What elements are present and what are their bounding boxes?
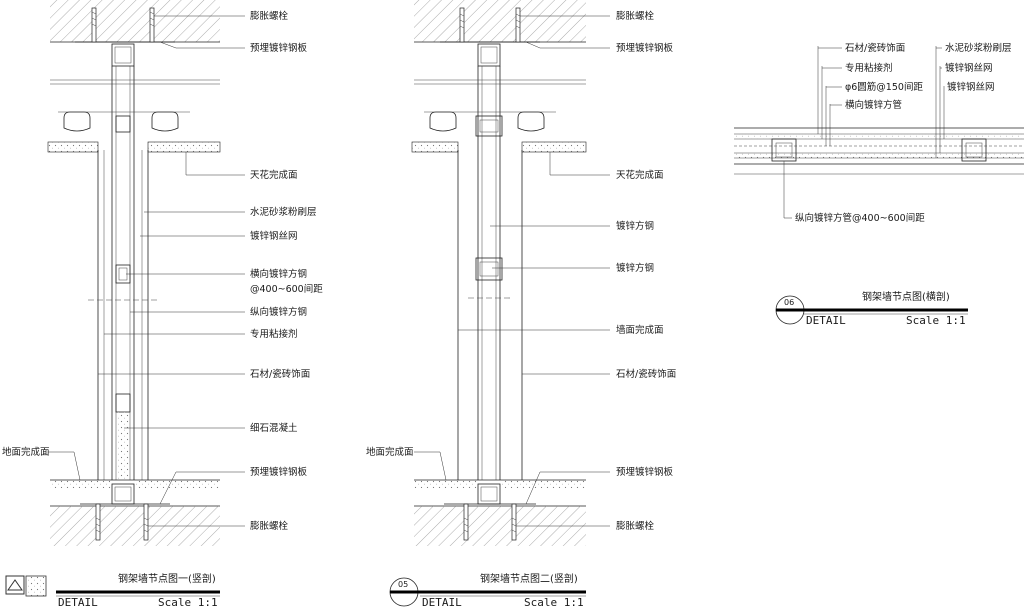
callout-embedded-plate-bottom: 预埋镀锌钢板 — [250, 466, 308, 478]
d2-callout-ceiling-finish: 天花完成面 — [616, 169, 664, 181]
d2-callout-anchor-bolt-bottom: 膨胀螺栓 — [616, 520, 655, 532]
qr-code — [25, 575, 47, 597]
detail-3-callouts: 石材/瓷砖饰面 专用粘接剂 φ6圆筋@150间距 横向镀锌方管 水泥砂浆粉刷层 … — [783, 42, 1012, 224]
d3-callout-horizontal-tube: 横向镀锌方管 — [845, 99, 902, 111]
detail-2-title-block: 05 钢架墙节点图二(竖剖) DETAIL Scale 1:1 — [389, 572, 586, 609]
detail-2-anchor-bolt-bottom-right — [511, 503, 517, 541]
callout-embedded-plate: 预埋镀锌钢板 — [250, 42, 308, 54]
company-logo — [5, 575, 25, 595]
detail-2-anchor-bolt-top-right — [515, 7, 521, 43]
detail-1-title: 钢架墙节点图一(竖剖) — [118, 572, 216, 585]
callout-anchor-bolt-bottom: 膨胀螺栓 — [250, 520, 289, 532]
d2-callout-anchor-bolt: 膨胀螺栓 — [616, 10, 655, 22]
detail-1-callouts: 膨胀螺栓 预埋镀锌钢板 天花完成面 水泥砂浆粉刷层 镀锌钢丝网 横向镀锌方钢 @… — [2, 10, 323, 532]
d2-callout-wall-finish: 墙面完成面 — [616, 324, 664, 336]
anchor-bolt-bottom-right — [143, 503, 149, 541]
d2-callout-embedded-plate: 预埋镀锌钢板 — [616, 42, 674, 54]
callout-stone-tile: 石材/瓷砖饰面 — [250, 368, 310, 380]
detail-1-detail-word: DETAIL — [58, 596, 98, 609]
d2-callout-square-steel-2: 镀锌方钢 — [616, 262, 654, 274]
d2-callout-stone-tile: 石材/瓷砖饰面 — [616, 368, 676, 380]
detail-2-drawing — [411, 0, 587, 546]
detail-2-title: 钢架墙节点图二(竖剖) — [480, 572, 578, 585]
callout-wire-mesh: 镀锌钢丝网 — [250, 230, 298, 242]
detail-3-scale: Scale 1:1 — [906, 314, 966, 327]
anchor-bolt-top-right — [149, 7, 155, 43]
detail-2-scale: Scale 1:1 — [524, 596, 584, 609]
anchor-bolt-top-left — [91, 7, 97, 43]
d3-callout-wire-mesh-2: 镀锌钢丝网 — [947, 81, 995, 93]
d3-callout-adhesive: 专用粘接剂 — [845, 62, 893, 74]
d3-callout-stone-tile: 石材/瓷砖饰面 — [845, 42, 905, 54]
detail-3-number: 06 — [784, 298, 794, 307]
detail-2-number: 05 — [398, 580, 408, 589]
detail-3-detail-word: DETAIL — [806, 314, 846, 327]
callout-anchor-bolt: 膨胀螺栓 — [250, 10, 289, 22]
detail-1-drawing — [47, 0, 221, 546]
callout-ceiling-finish: 天花完成面 — [250, 169, 298, 181]
d3-callout-vertical-tube: 纵向镀锌方管@400~600间距 — [795, 212, 925, 224]
detail-3-drawing — [734, 127, 1024, 175]
detail-3-title-block: 06 钢架墙节点图(横剖) DETAIL Scale 1:1 — [775, 290, 968, 327]
callout-horizontal-steel: 横向镀锌方钢 — [250, 268, 307, 280]
callout-cement-mortar: 水泥砂浆粉刷层 — [250, 206, 317, 218]
d3-callout-wire-mesh-1: 镀锌钢丝网 — [945, 62, 993, 74]
d3-callout-rebar: φ6圆筋@150间距 — [845, 81, 923, 93]
d2-callout-floor-finish: 地面完成面 — [366, 446, 414, 458]
callout-fine-concrete: 细石混凝土 — [250, 422, 298, 434]
d2-callout-square-steel-1: 镀锌方钢 — [616, 220, 654, 232]
callout-vertical-steel: 纵向镀锌方钢 — [250, 306, 307, 318]
detail-2-detail-word: DETAIL — [422, 596, 462, 609]
callout-adhesive: 专用粘接剂 — [250, 328, 298, 340]
detail-2-anchor-bolt-bottom-left — [463, 503, 469, 541]
callout-floor-finish: 地面完成面 — [2, 446, 50, 458]
detail-1-title-block: 钢架墙节点图一(竖剖) DETAIL Scale 1:1 — [5, 572, 220, 609]
anchor-bolt-bottom-left — [95, 503, 101, 541]
detail-3-title: 钢架墙节点图(横剖) — [862, 290, 950, 303]
detail-1-scale: Scale 1:1 — [158, 596, 218, 609]
detail-2-callouts: 膨胀螺栓 预埋镀锌钢板 天花完成面 镀锌方钢 镀锌方钢 墙面完成面 石材/瓷砖饰… — [366, 10, 676, 532]
d2-callout-embedded-plate-bottom: 预埋镀锌钢板 — [616, 466, 674, 478]
callout-horizontal-spacing: @400~600间距 — [250, 283, 323, 295]
d3-callout-cement-mortar: 水泥砂浆粉刷层 — [945, 42, 1012, 54]
detail-2-anchor-bolt-top-left — [459, 7, 465, 43]
